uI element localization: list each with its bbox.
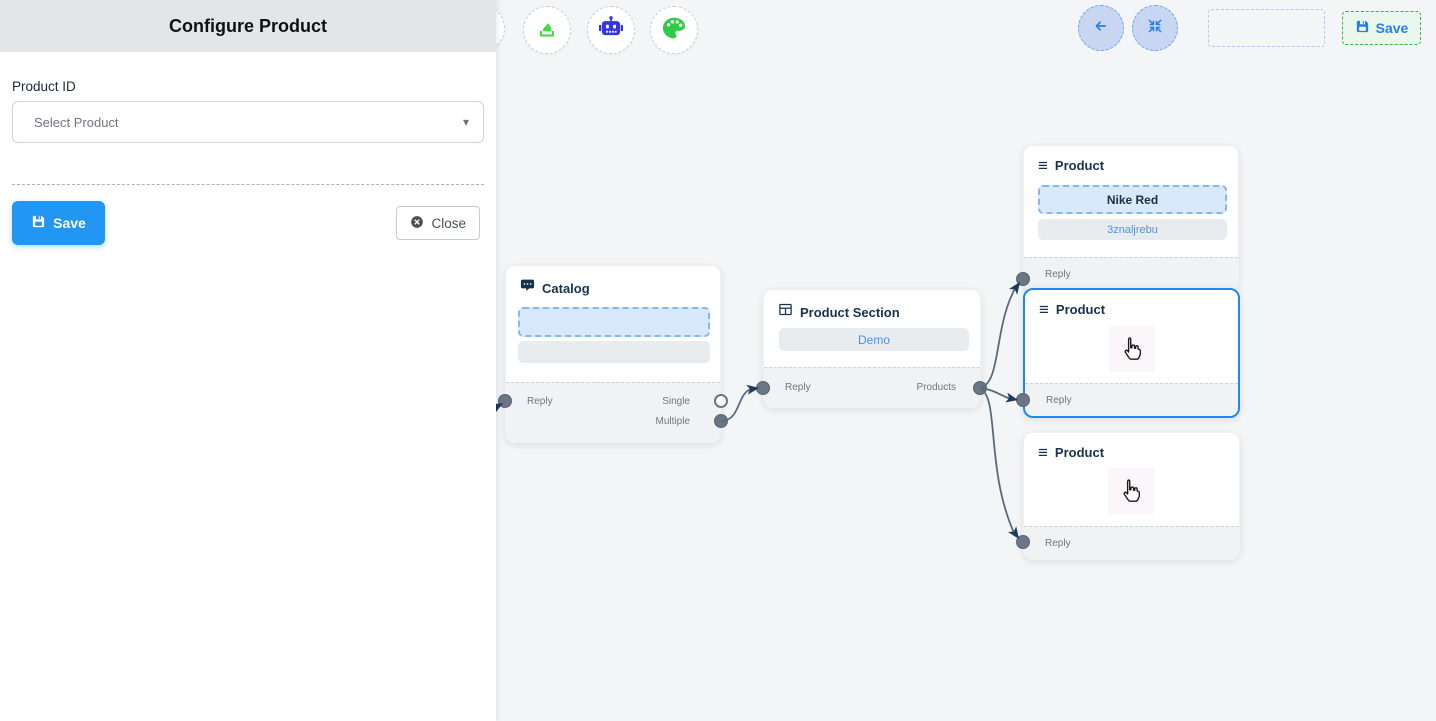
compress-icon (1146, 17, 1164, 40)
close-icon (410, 215, 424, 232)
node-title: Product Section (800, 304, 900, 320)
catalog-node[interactable]: Catalog Reply Single Multiple (505, 265, 721, 443)
node-footer: Reply Single Multiple (506, 382, 720, 442)
hand-cursor-icon (1123, 479, 1140, 502)
reply-label: Reply (1046, 395, 1072, 406)
node-header: ≡ Product (1025, 290, 1238, 319)
node-title: Product (1054, 158, 1105, 173)
product-node-2[interactable]: ≡ Product Reply (1023, 288, 1240, 418)
chat-icon (520, 278, 535, 298)
product-3-reply-handle[interactable] (1016, 535, 1030, 549)
product-select[interactable]: Select Product ▾ (12, 101, 484, 143)
product-section-reply-handle[interactable] (756, 381, 770, 395)
panel-divider (12, 184, 484, 185)
edge-products-to-product-1 (979, 284, 1018, 389)
node-title: Product (1055, 302, 1106, 317)
stack-icon (535, 16, 559, 45)
fit-view-button[interactable] (1132, 5, 1178, 51)
palette-icon (661, 15, 687, 46)
reply-label: Reply (527, 396, 553, 407)
reply-label: Reply (1045, 269, 1071, 280)
canvas-save-button[interactable]: Save (1342, 11, 1421, 45)
back-button[interactable] (1078, 5, 1124, 51)
node-footer: Reply (1025, 383, 1238, 416)
menu-icon: ≡ (1038, 443, 1048, 462)
catalog-reply-handle[interactable] (498, 394, 512, 408)
cursor-image (1109, 326, 1155, 372)
reply-label: Reply (785, 382, 811, 393)
close-label: Close (431, 215, 466, 231)
cursor-image (1108, 468, 1154, 514)
node-footer: Reply Products (764, 367, 980, 407)
node-header: Product Section (764, 290, 980, 322)
node-header: ≡ Product (1024, 146, 1238, 175)
node-title: Catalog (542, 280, 590, 296)
multiple-label: Multiple (655, 416, 690, 427)
robot-icon (598, 15, 624, 46)
single-label: Single (662, 396, 690, 407)
product-1-reply-handle[interactable] (1016, 272, 1030, 286)
catalog-multiple-handle[interactable] (714, 414, 728, 428)
retailer-id-label: 3znaljrebu (1107, 223, 1158, 236)
node-footer: Reply (1024, 257, 1238, 290)
palette-button[interactable] (650, 6, 698, 54)
robot-button[interactable] (587, 6, 635, 54)
panel-body: Product ID Select Product ▾ Save (0, 52, 496, 257)
node-footer: Reply (1024, 526, 1239, 559)
node-header: Catalog (506, 266, 720, 298)
product-name-field[interactable]: Nike Red (1038, 185, 1227, 214)
retailer-id-field[interactable]: 3znaljrebu (1038, 219, 1227, 240)
product-node-3[interactable]: ≡ Product Reply (1023, 432, 1240, 560)
panel-header: Configure Product (0, 0, 496, 52)
select-placeholder: Select Product (34, 114, 119, 130)
page-title: Configure Product (169, 15, 327, 36)
canvas-save-label: Save (1375, 20, 1409, 36)
node-title: Product (1054, 445, 1105, 460)
panel-actions: Save Close (12, 201, 484, 245)
catalog-input-field[interactable] (518, 307, 710, 337)
floppy-icon (1355, 19, 1370, 37)
save-label: Save (53, 215, 86, 231)
product-id-label: Product ID (12, 79, 76, 94)
product-name-label: Nike Red (1106, 192, 1159, 207)
floppy-icon (31, 214, 46, 232)
stack-button[interactable] (523, 6, 571, 54)
hand-cursor-icon (1124, 337, 1141, 360)
demo-field-label: Demo (857, 332, 890, 347)
table-icon (778, 302, 793, 322)
node-header: ≡ Product (1024, 433, 1239, 462)
hidden-toolbar-button[interactable] (496, 4, 505, 52)
configure-product-panel: Configure Product Product ID Select Prod… (0, 0, 496, 721)
product-2-reply-handle[interactable] (1016, 393, 1030, 407)
reply-label: Reply (1045, 538, 1071, 549)
flow-canvas[interactable]: Save Catalog Reply Single Multiple (496, 0, 1436, 721)
save-button[interactable]: Save (12, 201, 105, 245)
menu-icon: ≡ (1038, 156, 1048, 175)
product-section-products-handle[interactable] (973, 381, 987, 395)
catalog-secondary-field[interactable] (518, 341, 710, 363)
arrow-left-icon (1091, 16, 1111, 41)
edge-products-to-product-3 (979, 387, 1016, 536)
chevron-down-icon: ▾ (462, 115, 469, 129)
demo-field[interactable]: Demo (779, 328, 969, 351)
empty-toolbar-slot[interactable] (1208, 9, 1325, 47)
close-button[interactable]: Close (396, 206, 480, 240)
product-node-1[interactable]: ≡ Product Nike Red 3znaljrebu Reply (1023, 145, 1239, 291)
products-label: Products (916, 382, 956, 393)
menu-icon: ≡ (1039, 300, 1049, 319)
product-section-node[interactable]: Product Section Demo Reply Products (763, 289, 981, 408)
catalog-single-handle[interactable] (714, 394, 728, 408)
